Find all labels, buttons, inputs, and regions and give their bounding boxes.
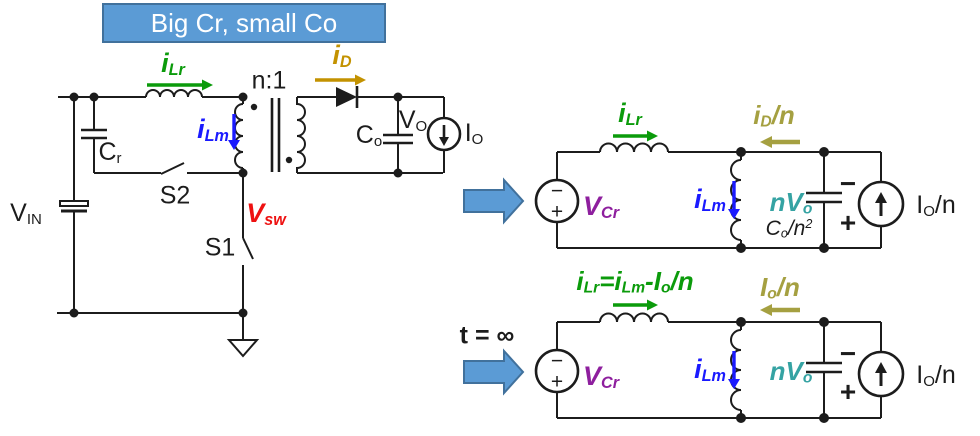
eq2-source-minus: − (550, 349, 564, 373)
transform-arrow-bottom (463, 348, 525, 396)
input-source-symbol (59, 200, 89, 213)
eq1-inductor-lm (730, 159, 742, 241)
eq1-cap-plus: + (839, 207, 857, 238)
label-s1: S1 (204, 233, 236, 262)
label-io: IO (464, 119, 484, 148)
eq2-t-infinity-label: t = ∞ (459, 321, 515, 350)
eq2-inductor-lr (599, 312, 669, 323)
label-vin: VIN (10, 199, 42, 228)
eq2-cap-minus: − (839, 338, 857, 369)
eq2-ilm-arrow (728, 351, 740, 389)
eq2-voltage-source (534, 348, 580, 394)
equiv-circuit-1 (534, 130, 905, 253)
eq2-label-nvo: nVo (769, 355, 813, 387)
eq2-label-ion: IO/n (916, 361, 956, 390)
eq1-current-source (857, 180, 905, 228)
eq2-ion-arrow (760, 304, 800, 316)
eq1-inductor-lr (599, 142, 669, 153)
eq2-junction-dots (736, 317, 829, 423)
label-id: iD (332, 39, 352, 71)
transformer-primary-coil (234, 103, 244, 169)
eq2-label-vcr: VCr (582, 360, 620, 392)
resonant-capacitor-cr (81, 128, 107, 140)
label-co: Co (355, 121, 383, 150)
label-turns-ratio: n:1 (251, 66, 287, 95)
eq1-label-ilm: iLm (694, 183, 726, 215)
eq1-ilr-arrow (613, 130, 658, 142)
ilm-current-arrow (228, 114, 240, 150)
label-ilr: iLr (161, 47, 185, 79)
eq1-label-idn: iD/n (753, 99, 795, 131)
eq1-label-ion: IO/n (916, 191, 956, 220)
eq1-source-plus: + (550, 200, 564, 224)
eq2-source-plus: + (550, 370, 564, 394)
eq2-ilr-arrow (613, 299, 658, 311)
eq1-source-minus: − (550, 179, 564, 203)
eq1-junction-dots (736, 147, 829, 253)
left-circuit (57, 74, 462, 358)
eq1-label-ilr: iLr (618, 97, 642, 129)
eq2-current-source (857, 350, 905, 398)
switch-s2-blade (160, 162, 185, 175)
eq1-label-vcr: VCr (582, 190, 620, 222)
title-text: Big Cr, small Co (150, 7, 338, 38)
title-banner: Big Cr, small Co (102, 3, 386, 43)
eq2-label-ilm: iLm (694, 353, 726, 385)
ilr-current-arrow (147, 79, 213, 91)
label-cr: Cr (98, 138, 122, 167)
diode (336, 86, 359, 108)
output-capacitor-co (383, 133, 413, 145)
resonant-inductor-lr (145, 89, 203, 98)
transformer-core (270, 98, 281, 172)
transformer (234, 97, 306, 173)
label-vo: VO (398, 106, 428, 135)
eq2-capacitor (806, 361, 842, 374)
transformer-secondary-coil (296, 97, 306, 173)
eq1-voltage-source (534, 178, 580, 224)
primary-phase-dot (250, 103, 258, 111)
secondary-phase-dot (285, 156, 293, 164)
eq1-idn-arrow (760, 136, 800, 148)
equiv-circuit-2 (534, 299, 905, 423)
eq2-inductor-lm (730, 329, 742, 411)
eq1-ilm-arrow (728, 181, 740, 219)
eq2-label-ilr-equation: iLr=iLm-Io/n (576, 265, 694, 297)
switch-s1-blade (242, 237, 254, 260)
eq1-capacitor (806, 191, 842, 204)
eq1-label-con2: Co/n2 (765, 217, 813, 241)
eq2-label-ion-top: Io/n (760, 271, 800, 303)
label-ilm: iLm (197, 113, 229, 145)
transform-arrow-top (463, 177, 525, 225)
output-current-source (426, 116, 462, 152)
eq1-cap-minus: − (839, 168, 857, 199)
id-current-arrow (315, 74, 366, 86)
ground-symbol (226, 339, 260, 358)
label-s2: S2 (159, 181, 191, 210)
junction-dots (69, 92, 403, 318)
eq2-cap-plus: + (839, 376, 857, 407)
eq1-label-nvo: nVo (769, 186, 813, 218)
label-vsw: Vsw (246, 197, 286, 229)
